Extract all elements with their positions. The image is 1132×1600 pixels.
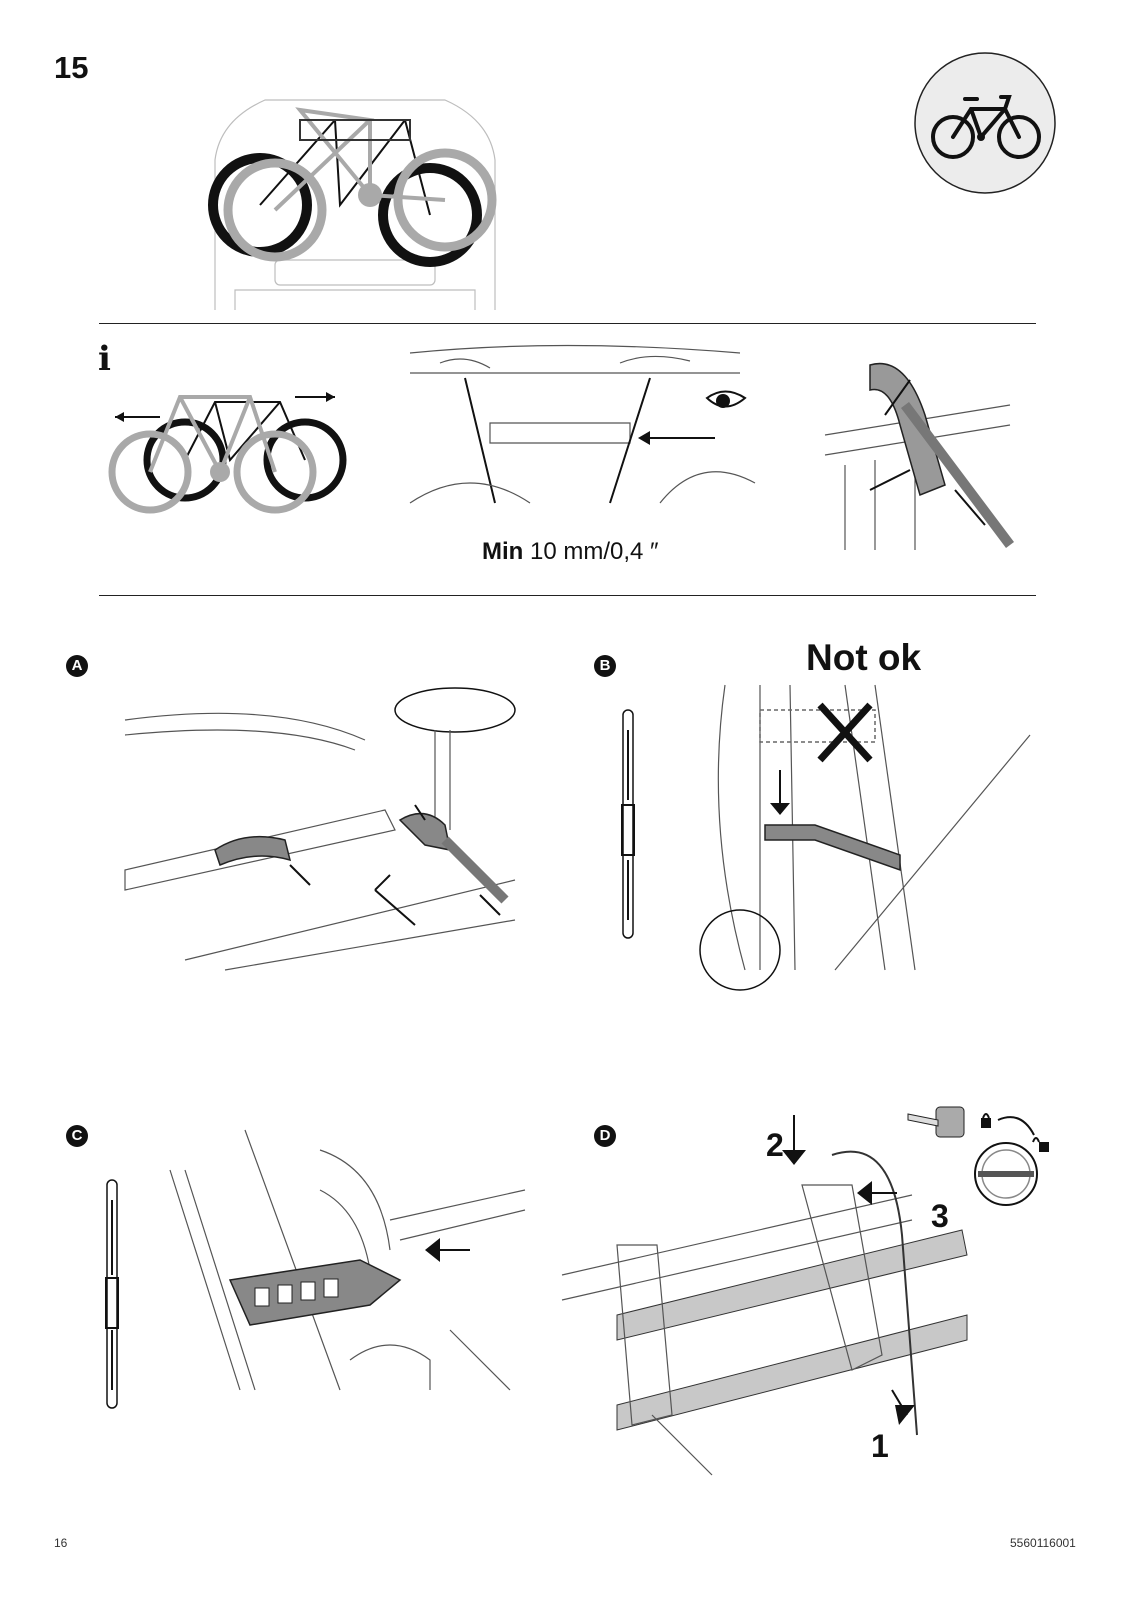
min-clearance-label: Min 10 mm/0,4 ″ bbox=[482, 538, 659, 566]
strap-detail-illustration bbox=[825, 345, 1010, 555]
strap-side-view-c bbox=[106, 1180, 120, 1410]
lock-unlock-icon bbox=[976, 1110, 1058, 1210]
page-number: 16 bbox=[54, 1536, 67, 1550]
divider-middle bbox=[99, 595, 1036, 596]
bikes-offset-illustration bbox=[100, 372, 360, 522]
strap-side-view-b bbox=[622, 710, 636, 940]
not-ok-warning: Not ok bbox=[806, 637, 921, 679]
document-number: 5560116001 bbox=[1010, 1536, 1076, 1550]
frame-clearance-illustration bbox=[410, 343, 755, 515]
panel-b-badge: B bbox=[594, 655, 616, 677]
panel-b-illustration bbox=[685, 685, 1030, 970]
panel-d-illustration bbox=[562, 1115, 982, 1495]
divider-top bbox=[99, 323, 1036, 324]
step-number: 15 bbox=[54, 50, 88, 86]
bike-type-icon bbox=[913, 51, 1057, 195]
panel-c-illustration bbox=[170, 1130, 525, 1390]
panel-c-badge: C bbox=[66, 1125, 88, 1147]
panel-a-badge: A bbox=[66, 655, 88, 677]
car-with-bikes-illustration bbox=[205, 80, 505, 320]
panel-a-illustration bbox=[125, 680, 515, 980]
